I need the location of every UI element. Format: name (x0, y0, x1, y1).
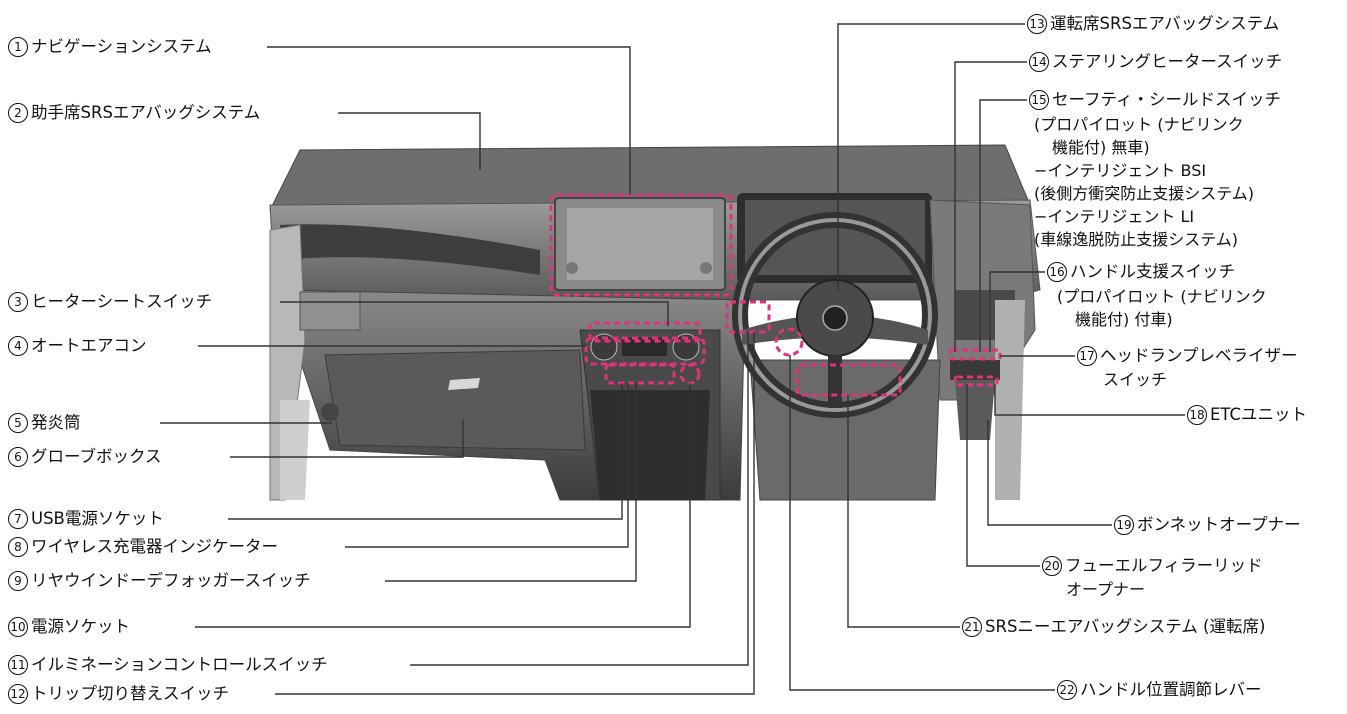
callout-16-sub-1: (プロパイロット (ナビリンク (1057, 287, 1267, 306)
callout-15-sub-6: (車線逸脱防止支援システム) (1034, 230, 1239, 249)
highlight-right-switches (948, 348, 1002, 361)
callout-20-sub-1: オープナー (1066, 580, 1146, 599)
highlight-knee-airbag (795, 363, 902, 397)
callout-16-sub-2: 機能付) 付車) (1075, 310, 1173, 329)
highlight-tilt-lever (774, 327, 804, 357)
callout-15-sub-2: 機能付) 無車) (1052, 138, 1150, 157)
highlight-switch-panel (725, 300, 771, 334)
callout-15-sub-4: (後側方衝突防止支援システム) (1034, 184, 1255, 203)
leader-lines-right (789, 23, 1185, 691)
callout-15-sub-5: −インテリジェント LI (1034, 207, 1195, 226)
highlight-usb (604, 363, 676, 385)
highlight-navigation (549, 193, 733, 297)
callout-15-sub-3: −インテリジェント BSI (1034, 161, 1207, 180)
callout-15-sub-1: (プロパイロット (ナビリンク (1034, 115, 1244, 134)
highlight-etc (953, 375, 999, 387)
callout-17-sub-1: スイッチ (1103, 370, 1168, 389)
leader-lines-left (160, 46, 755, 695)
glove-box-shape (324, 349, 586, 451)
highlight-heater-seat (588, 321, 702, 343)
